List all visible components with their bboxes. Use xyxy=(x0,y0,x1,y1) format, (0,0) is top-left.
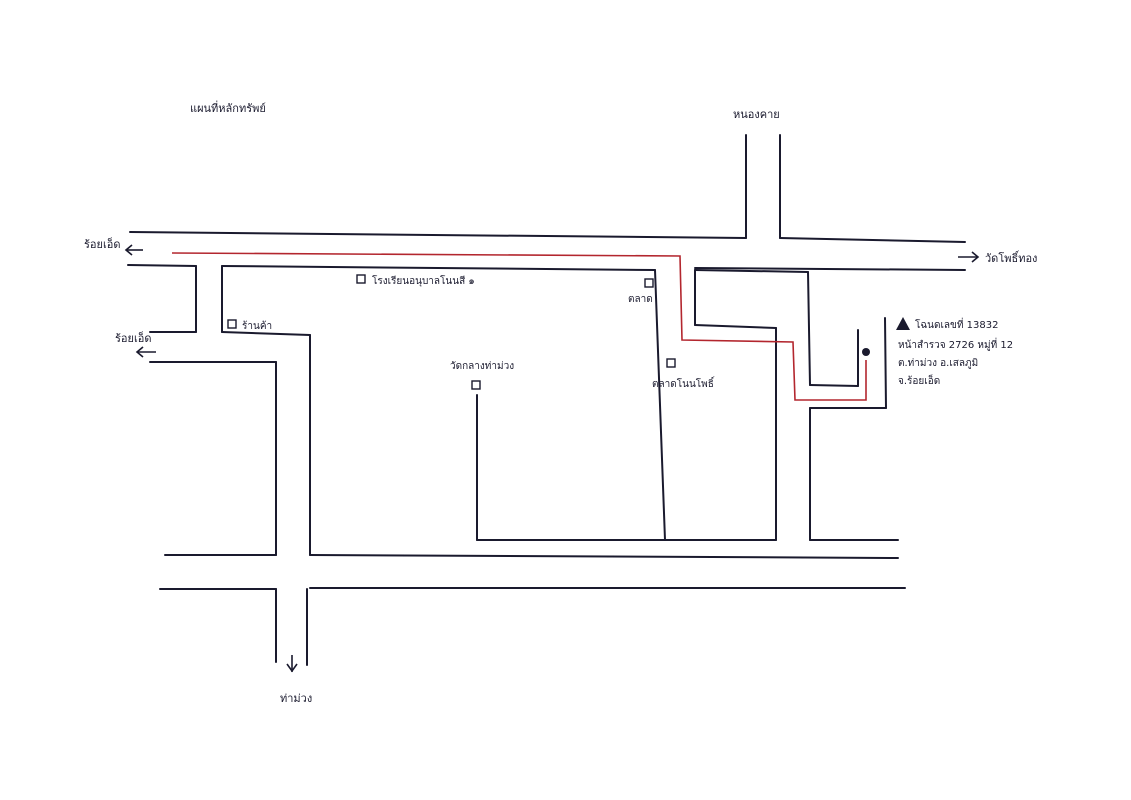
side-road-right xyxy=(884,317,887,409)
property-line3: ต.ท่าม่วง อ.เสลภูมิ xyxy=(898,358,978,369)
market-road-jog xyxy=(694,324,777,329)
label-shop: ร้านค้า xyxy=(242,320,272,332)
map-title: แผนที่หลักทรัพย์ xyxy=(190,100,266,115)
arrow-south-head xyxy=(286,663,298,673)
property-line2: หน้าสำรวจ 2726 หมู่ที่ 12 xyxy=(898,337,1013,351)
label-east: วัดโพธิ์ทอง xyxy=(985,250,1037,265)
main-road-top-west xyxy=(129,231,747,239)
arrow-east-head xyxy=(971,251,980,263)
property-line4: จ.ร้อยเอ็ด xyxy=(898,373,940,387)
label-school: โรงเรียนอนุบาลโนนสี ๑ xyxy=(372,274,475,287)
shop-road-top xyxy=(221,331,311,336)
bottom-road-top-east xyxy=(309,554,899,559)
school-icon xyxy=(356,274,366,284)
main-road-bottom-west xyxy=(127,264,197,267)
main-road-bottom-mid xyxy=(221,265,656,271)
main-road-top-east xyxy=(779,237,966,243)
market-icon xyxy=(644,278,654,288)
label-market: ตลาด xyxy=(628,294,653,305)
route-path xyxy=(171,252,867,401)
label-west-lower: ร้อยเอ็ด xyxy=(115,331,151,345)
property-lane-bottom xyxy=(809,384,859,387)
label-north: หนองคาย xyxy=(733,108,780,121)
label-west-upper: ร้อยเอ็ด xyxy=(84,237,120,251)
arrow-west-upper-head xyxy=(124,244,133,256)
label-temple: วัดกลางท่าม่วง xyxy=(450,361,514,372)
label-south: ท่าม่วง xyxy=(280,692,312,705)
property-line1: โฉนดเลขที่ 13832 xyxy=(915,317,998,331)
shop-icon xyxy=(227,319,237,329)
property-lane-top xyxy=(694,269,809,273)
temple-icon xyxy=(471,380,481,390)
property-lane-left xyxy=(807,271,811,386)
arrow-west-lower-head xyxy=(135,346,144,358)
triangle-marker-icon xyxy=(896,317,910,330)
market-rd-icon xyxy=(666,358,676,368)
main-road-bottom-east xyxy=(694,267,966,271)
market-road-left xyxy=(654,269,666,541)
label-market-rd: ตลาดโนนโพธิ์ xyxy=(652,376,715,390)
property-dot-icon xyxy=(862,348,870,356)
